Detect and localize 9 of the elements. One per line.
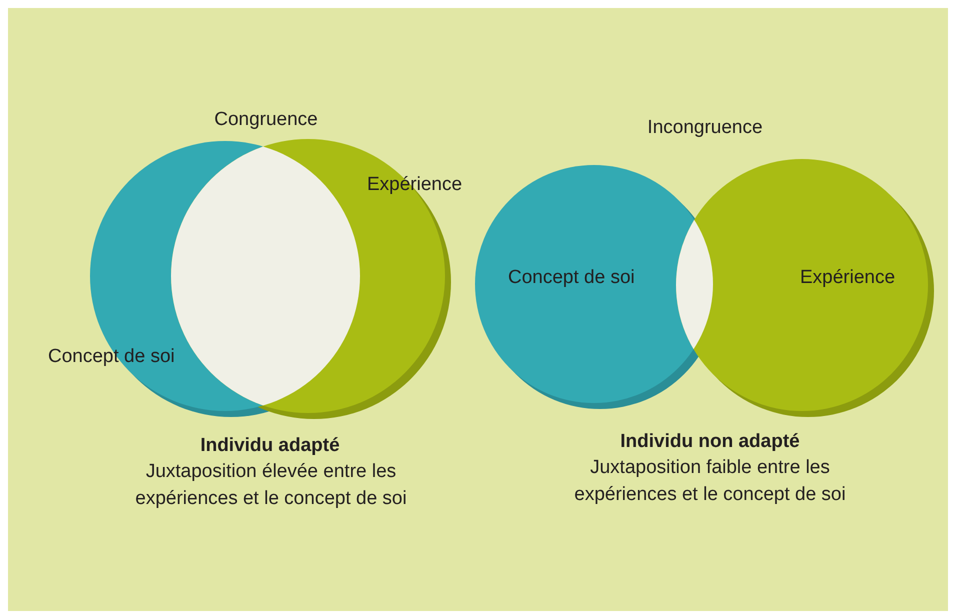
caption-heading: Individu adapté — [199, 434, 341, 458]
circle-label: Concept de soi — [508, 266, 635, 290]
caption-text: Juxtaposition faible entre les expériences et le concept de soi — [573, 456, 847, 507]
circle-label: Expérience — [800, 266, 896, 290]
caption-heading: Individu non adapté — [619, 430, 801, 454]
overlap-label: Congruence — [213, 108, 319, 132]
circle-label: Concept de soi — [48, 345, 175, 369]
overlap-label: Incongruence — [646, 116, 764, 140]
caption-text: Juxtaposition élevée entre les expériences et le concept de soi — [134, 460, 408, 511]
